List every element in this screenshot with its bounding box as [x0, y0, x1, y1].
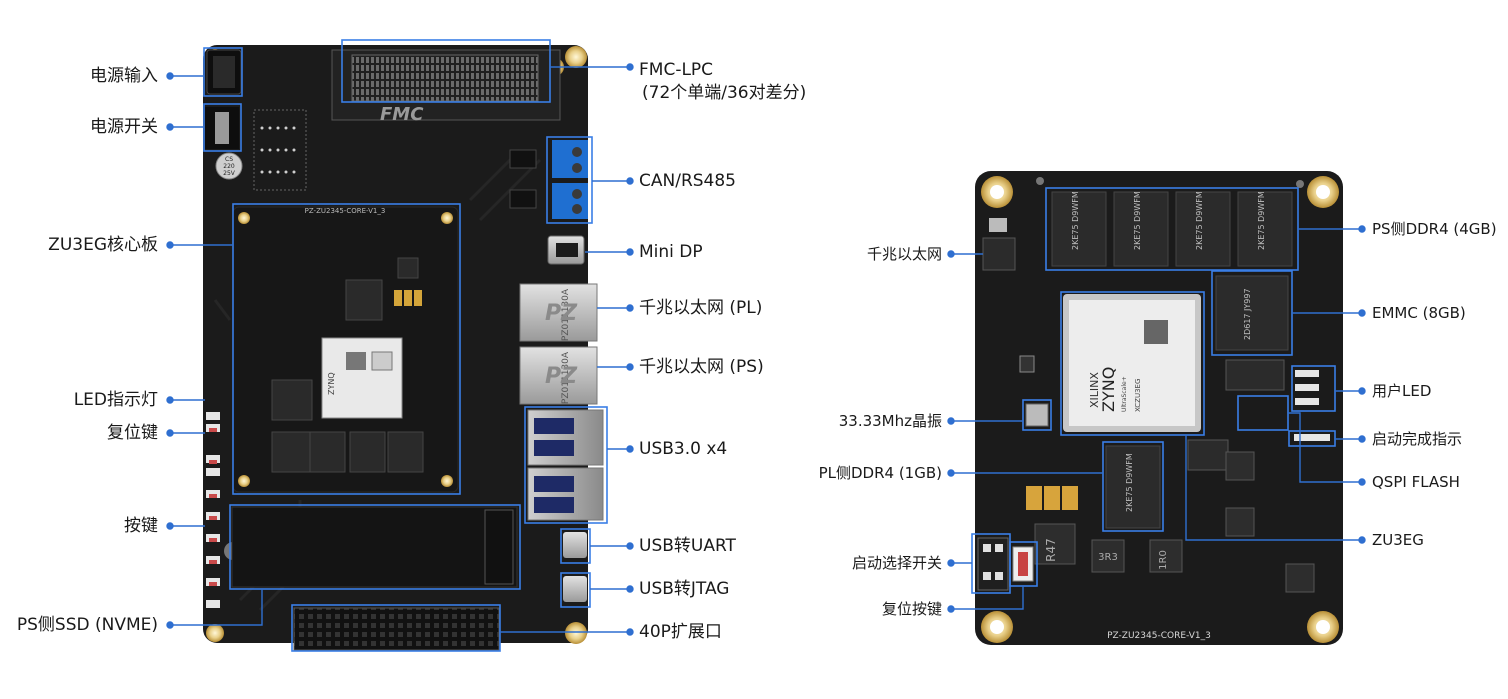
svg-text:2KE75 D9WFM: 2KE75 D9WFM [1133, 191, 1142, 250]
label-core-pl-ddr4: PL侧DDR4 (1GB) [818, 464, 942, 482]
label-core-ps-ddr4: PS侧DDR4 (4GB) [1372, 220, 1497, 238]
svg-text:220: 220 [223, 163, 235, 170]
label-can-rs485: CAN/RS485 [639, 171, 736, 191]
core-board-silk-name: PZ-ZU2345-CORE-V1_3 [1107, 631, 1211, 641]
inductor-r47: R47 [1044, 538, 1058, 562]
label-usb-jtag: USB转JTAG [639, 579, 730, 599]
fpga-brand: XILINX [1088, 372, 1101, 408]
label-core-zu3eg: ZU3EG [1372, 531, 1424, 549]
main-highlight-boxes [203, 39, 608, 652]
label-ps-ssd: PS侧SSD (NVME) [16, 615, 158, 635]
label-led-indicator: LED指示灯 [73, 390, 158, 410]
core-board: 2KE75 D9WFM 2KE75 D9WFM 2KE75 D9WFM 2KE7… [975, 171, 1343, 645]
label-fmc-detail: (72个单端/36对差分) [642, 83, 807, 103]
svg-text:2D617 JY997: 2D617 JY997 [1243, 288, 1252, 340]
usb3-ports [527, 409, 604, 521]
svg-text:PZ-ZU2345-CORE-V1_3: PZ-ZU2345-CORE-V1_3 [305, 207, 386, 215]
fpga-family: ZYNQ [1099, 367, 1118, 412]
svg-text:2KE75 D9WFM: 2KE75 D9WFM [1071, 191, 1080, 250]
svg-text:2KE75 D9WFM: 2KE75 D9WFM [1125, 453, 1134, 512]
inductor-3r3: 3R3 [1098, 552, 1118, 563]
label-core-reset-key: 复位按键 [881, 600, 942, 618]
label-usb-uart: USB转UART [639, 536, 736, 556]
label-usb3: USB3.0 x4 [639, 439, 728, 459]
fpga-part: XCZU3EG [1134, 379, 1142, 412]
svg-text:PZ011130A: PZ011130A [561, 288, 571, 341]
label-header-40p: 40P扩展口 [639, 622, 722, 642]
label-fmc: FMC-LPC [639, 60, 714, 80]
label-eth-pl: 千兆以太网 (PL) [639, 298, 763, 318]
label-core-board: ZU3EG核心板 [48, 235, 158, 255]
svg-text:PZ: PZ [545, 301, 578, 326]
label-core-qspi: QSPI FLASH [1372, 473, 1460, 491]
svg-text:2KE75 D9WFM: 2KE75 D9WFM [1257, 191, 1266, 250]
label-core-ethernet: 千兆以太网 [866, 245, 942, 263]
fmc-logo: FMC [380, 104, 424, 125]
label-power-input: 电源输入 [90, 66, 158, 86]
svg-text:PZ011130A: PZ011130A [561, 351, 571, 404]
label-core-boot-done: 启动完成指示 [1372, 430, 1463, 448]
main-board: CS 220 25V FMC [203, 45, 604, 651]
label-core-emmc: EMMC (8GB) [1372, 304, 1466, 322]
svg-text:CS: CS [225, 156, 233, 163]
label-mini-dp: Mini DP [639, 242, 703, 262]
label-reset-key: 复位键 [107, 423, 158, 443]
svg-text:ZYNQ: ZYNQ [327, 372, 336, 395]
label-core-user-led: 用户LED [1372, 382, 1432, 400]
svg-text:2KE75 D9WFM: 2KE75 D9WFM [1195, 191, 1204, 250]
eth-jacks: PZ011130A PZ011130A PZ PZ [519, 283, 598, 405]
svg-text:25V: 25V [223, 170, 236, 177]
inductor-1r0: 1R0 [1158, 550, 1169, 570]
core-leaders [947, 225, 1366, 613]
fpga-sub: UltraScale+ [1121, 376, 1128, 412]
label-core-boot-switch: 启动选择开关 [851, 554, 942, 572]
svg-text:PZ: PZ [545, 364, 578, 389]
label-power-switch: 电源开关 [90, 117, 158, 137]
label-eth-ps: 千兆以太网 (PS) [639, 357, 764, 377]
can-terminal [552, 140, 588, 219]
label-buttons: 按键 [124, 516, 158, 536]
label-core-crystal: 33.33Mhz晶振 [838, 412, 942, 430]
main-leaders [166, 63, 634, 636]
mounted-core-board: PZ-ZU2345-CORE-V1_3 ZYNQ [232, 206, 459, 493]
